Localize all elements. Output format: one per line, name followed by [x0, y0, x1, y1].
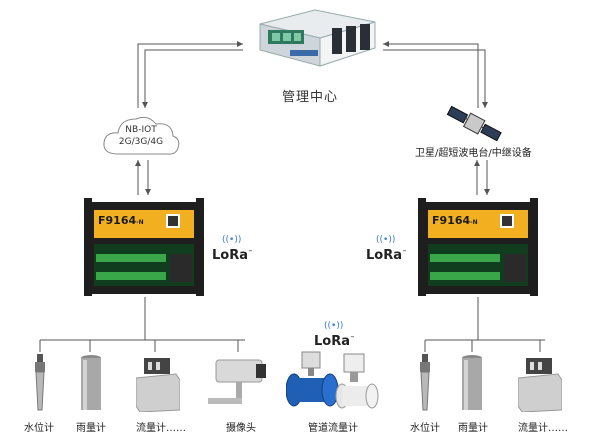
- network-cloud: NB-IOT 2G/3G/4G: [100, 110, 182, 160]
- lora-logo: LoRa™: [366, 248, 407, 263]
- wireless-icon: ((•)): [376, 235, 396, 245]
- flow-meter-label: 流量计……: [136, 423, 186, 434]
- water-level-label: 水位计: [24, 423, 54, 434]
- arrow-center-to-cloud: [142, 49, 243, 108]
- arrow-center-to-sat: [383, 49, 488, 108]
- lora-badge-right: ((•)) LoRa™: [366, 235, 407, 263]
- camera-label: 摄像头: [226, 423, 256, 434]
- lora-text: LoRa: [366, 248, 402, 263]
- rain-gauge-icon: [461, 354, 483, 412]
- lora-logo: LoRa™: [314, 334, 355, 349]
- rtu-suffix-text: -N: [470, 219, 478, 226]
- rain-gauge-label: 雨量计: [458, 423, 488, 434]
- camera-icon: [206, 356, 270, 412]
- lora-badge-middle: ((•)) LoRa™: [314, 321, 355, 349]
- left-drops: [39, 340, 239, 352]
- flow-meter-sensor-icon: [517, 354, 563, 413]
- pipe-flow-meter-label: 管道流量计: [308, 423, 358, 434]
- right-drops: [424, 340, 541, 352]
- wireless-icon: ((•)): [222, 235, 242, 245]
- lora-text: LoRa: [314, 334, 350, 349]
- water-level-label: 水位计: [410, 423, 440, 434]
- lora-badge-left: ((•)) LoRa™: [212, 235, 253, 263]
- pipe-flow-meter-icon: [285, 350, 380, 412]
- rtu-model-right: F9164-N: [432, 214, 478, 227]
- water-level-sensor-icon: [33, 354, 47, 412]
- rtu-model-text: F9164: [432, 214, 471, 227]
- arrow-cloud-to-center: [137, 41, 243, 108]
- lora-tm: ™: [248, 249, 253, 256]
- arrow-sat-to-center: [383, 41, 479, 108]
- management-center-label: 管理中心: [282, 90, 339, 105]
- satellite-icon: [444, 104, 504, 144]
- satellite-label: 卫星/超短波电台/中继设备: [415, 148, 532, 159]
- wireless-icon: ((•)): [324, 321, 344, 331]
- control-room-illustration: [250, 6, 380, 68]
- network-line1: NB-IOT: [125, 125, 157, 135]
- network-line2: 2G/3G/4G: [118, 137, 164, 147]
- water-level-sensor-icon: [418, 354, 432, 412]
- lora-tm: ™: [350, 335, 355, 342]
- cloud-icon: [103, 116, 180, 155]
- lora-logo: LoRa™: [212, 248, 253, 263]
- rtu-device-right: F9164-N: [418, 198, 538, 298]
- rtu-suffix-text: -N: [136, 219, 144, 226]
- rtu-device-left: F9164-N: [84, 198, 204, 298]
- network-text: NB-IOT 2G/3G/4G: [100, 124, 182, 148]
- rain-gauge-icon: [80, 354, 102, 412]
- rain-gauge-label: 雨量计: [76, 423, 106, 434]
- rtu-model-left: F9164-N: [98, 214, 144, 227]
- flow-meter-sensor-icon: [135, 354, 181, 413]
- rtu-model-text: F9164: [98, 214, 137, 227]
- flow-meter-label: 流量计……: [518, 423, 568, 434]
- lora-tm: ™: [402, 249, 407, 256]
- lora-text: LoRa: [212, 248, 248, 263]
